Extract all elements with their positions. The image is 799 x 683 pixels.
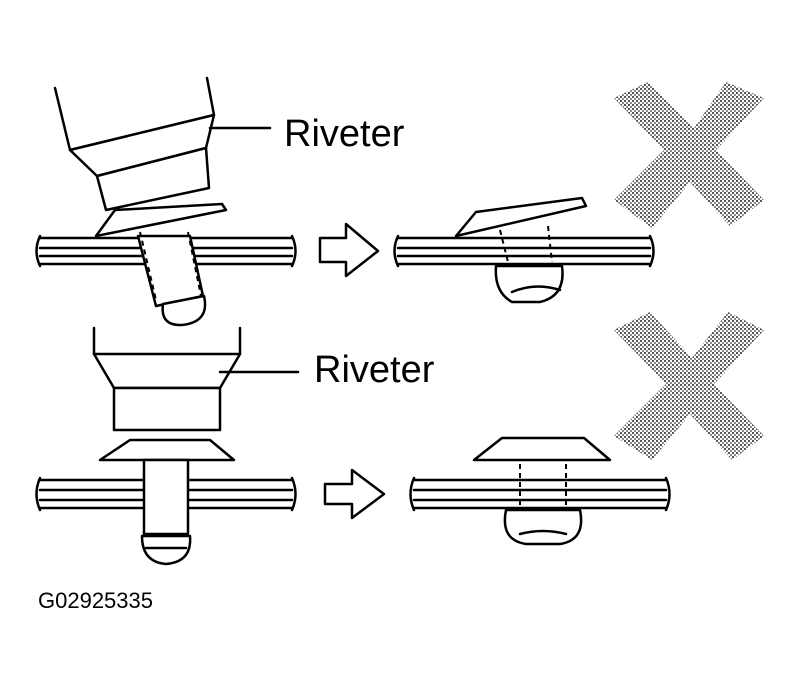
riveter-tool-bottom — [92, 326, 242, 432]
rivet-tilted-before — [94, 202, 228, 327]
panel-bottom-right — [409, 476, 671, 512]
rivet-tilted-after — [454, 196, 588, 304]
arrow-right-icon — [323, 468, 386, 520]
top-row: Riveter — [35, 76, 764, 327]
riveter-tool-top — [53, 76, 216, 212]
riveter-label-top: Riveter — [284, 113, 405, 155]
rivet-straight-after — [472, 436, 612, 546]
bottom-row: Riveter — [35, 312, 764, 566]
x-mark-icon — [614, 312, 764, 460]
arrow-right-icon — [318, 222, 380, 278]
figure-code: G02925335 — [38, 588, 153, 613]
rivet-straight-before — [98, 438, 236, 566]
riveter-label-bottom: Riveter — [314, 349, 435, 391]
x-mark-icon — [614, 82, 764, 228]
panel-top-right — [393, 234, 655, 268]
